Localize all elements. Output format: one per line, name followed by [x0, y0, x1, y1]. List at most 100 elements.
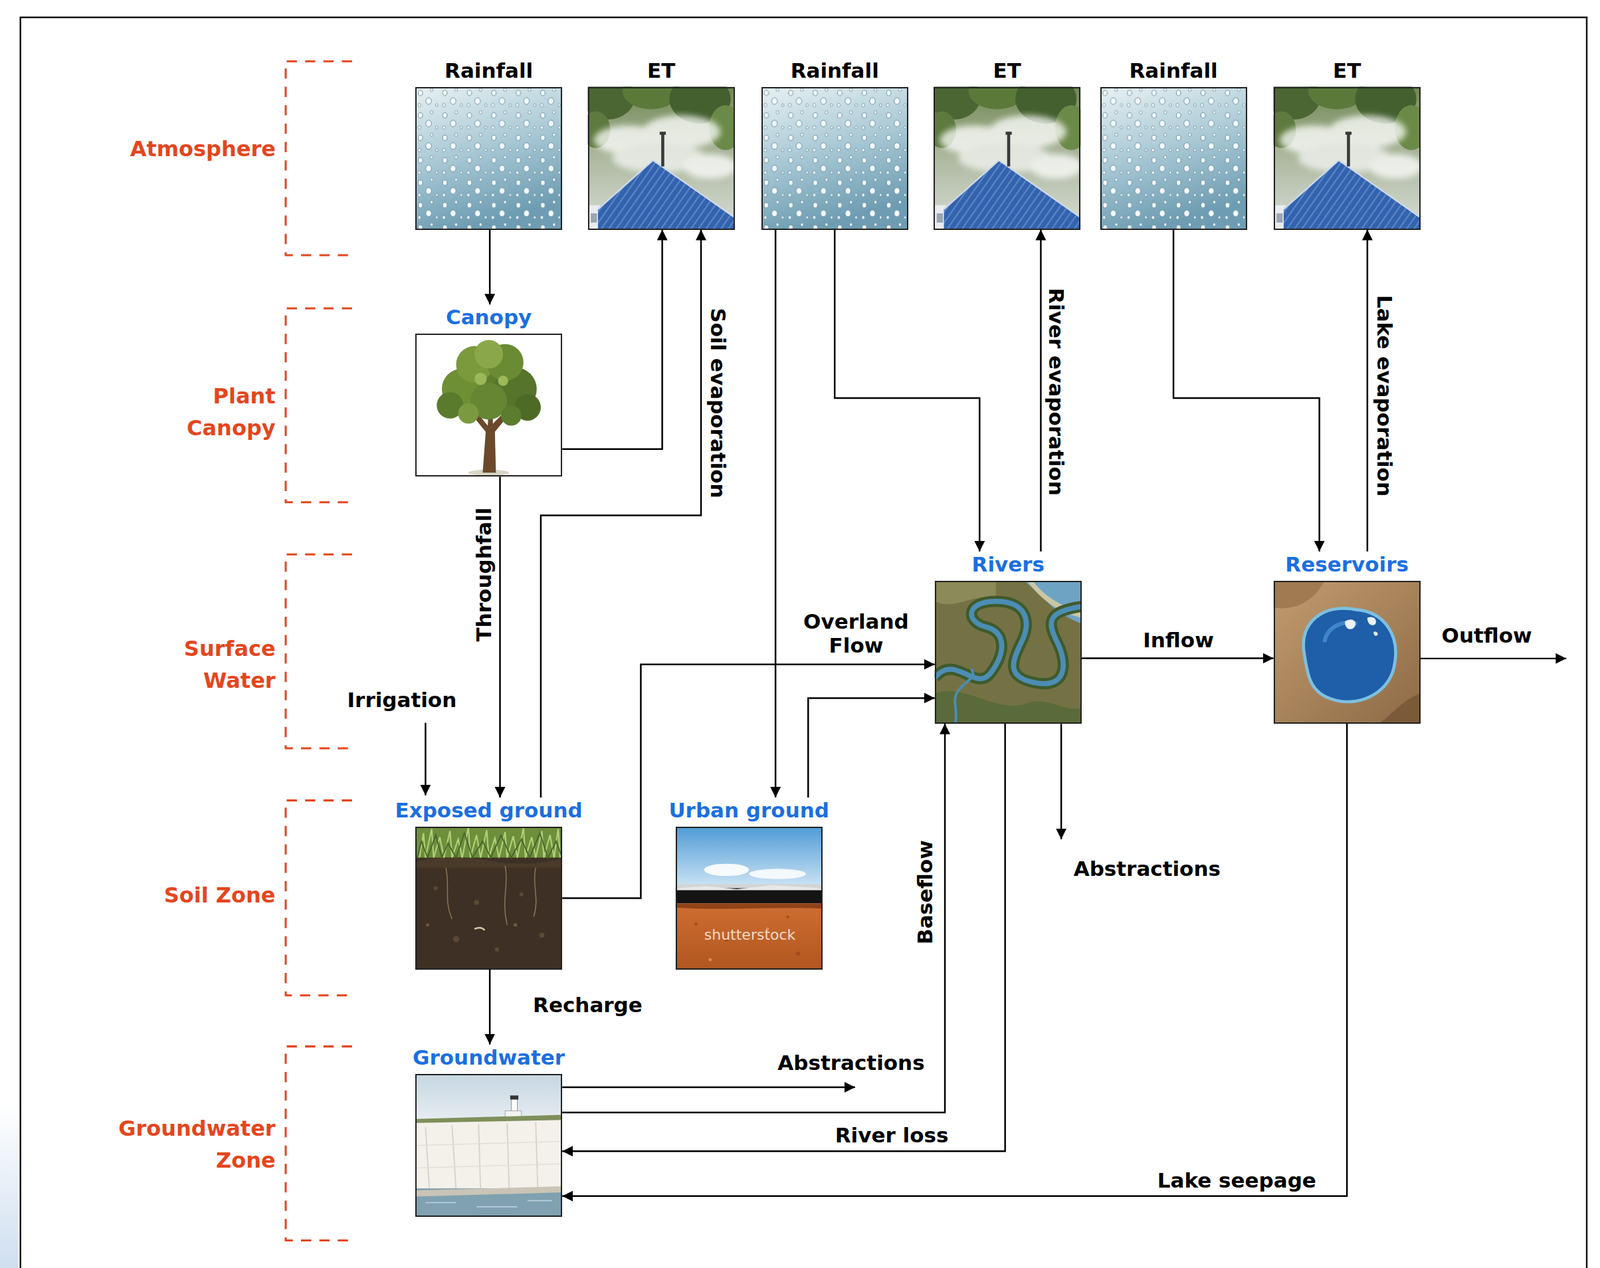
- title-group: Groundwater: [412, 1044, 565, 1070]
- flow-connector: [562, 664, 935, 899]
- photo-frame: [1273, 580, 1421, 724]
- title-group: Rainfall: [1128, 57, 1218, 84]
- zone-bracket: [285, 554, 353, 749]
- edge-label: Soil evaporation: [706, 307, 728, 498]
- flow-connector: [562, 723, 1347, 1197]
- evaporation-photo: [927, 72, 1088, 230]
- zone-brackets: [285, 61, 353, 1240]
- edge-label: Overland Flow: [798, 609, 915, 658]
- edge-label: Baseflow: [914, 839, 936, 945]
- flow-label: Abstractions: [1073, 857, 1221, 882]
- image-node: Urban ground: [675, 797, 823, 970]
- edge-label: River loss: [835, 1123, 949, 1148]
- node-title: Exposed ground: [394, 797, 583, 823]
- edge-label: Throughfall: [474, 507, 496, 642]
- rain-photo: [761, 87, 909, 230]
- zone-label: Atmosphere: [130, 132, 276, 165]
- rain-photo: [415, 87, 563, 230]
- flow-connector: [1039, 229, 1042, 552]
- image-node: Groundwater: [415, 1044, 563, 1217]
- node-title: Rainfall: [444, 57, 533, 84]
- node-title: ET: [647, 57, 676, 84]
- edge-label: Lake seepage: [1157, 1170, 1317, 1191]
- flow-connector: [489, 229, 492, 305]
- image-node: Reservoirs: [1273, 551, 1421, 724]
- zone-bracket: [285, 1046, 353, 1241]
- edge-label: Lake evaporation: [1374, 295, 1395, 497]
- image-node: Rainfall: [1100, 57, 1248, 230]
- soil-photo: [415, 826, 563, 970]
- evaporation-photo: [1267, 72, 1428, 230]
- zone-label: Groundwater Zone: [102, 1112, 276, 1177]
- title-group: Reservoirs: [1285, 551, 1409, 577]
- abstraction-arrow: [1060, 723, 1062, 840]
- chalk-cliff-photo: [415, 1073, 563, 1217]
- photo-frame: [1273, 87, 1421, 230]
- image-node: Rainfall: [415, 57, 563, 230]
- flow-connector: [807, 697, 935, 797]
- urban-ground-photo: [675, 826, 823, 970]
- node-title: ET: [1332, 57, 1361, 84]
- title-group: ET: [1332, 57, 1361, 84]
- flow-connector: [1173, 229, 1320, 552]
- photo-frame: [933, 87, 1081, 230]
- node-title: Rainfall: [790, 57, 880, 84]
- flow-connector: [1366, 229, 1369, 552]
- abstraction-arrow: [562, 1086, 856, 1088]
- zone-label: Surface Water: [162, 632, 276, 697]
- title-group: Exposed ground: [394, 797, 583, 823]
- node-title: Canopy: [445, 304, 532, 330]
- title-group: ET: [993, 57, 1022, 84]
- node-title: Urban ground: [668, 797, 830, 823]
- tree-photo: [415, 333, 563, 477]
- zone-bracket: [285, 308, 353, 503]
- image-node: Rainfall: [761, 57, 909, 230]
- flow-connector: [499, 476, 501, 798]
- title-group: Rainfall: [790, 57, 880, 84]
- edge-label: Recharge: [532, 993, 643, 1018]
- image-node: ET: [588, 57, 735, 230]
- image-node: ET: [1273, 57, 1421, 230]
- node-title: Rivers: [972, 551, 1045, 577]
- evaporation-photo: [581, 72, 742, 230]
- flow-connector: [562, 723, 1006, 1151]
- node-title: Groundwater: [412, 1044, 565, 1070]
- title-group: Rivers: [972, 551, 1045, 577]
- title-group: Canopy: [445, 304, 532, 330]
- photo-frame: [934, 580, 1082, 724]
- flow-label: Outflow: [1441, 623, 1533, 648]
- flow-label: Abstractions: [777, 1051, 925, 1076]
- title-group: ET: [647, 57, 676, 84]
- title-group: Rainfall: [444, 57, 533, 84]
- zone-label: Plant Canopy: [162, 380, 276, 444]
- flow-connector: [1081, 657, 1274, 660]
- zone-bracket: [285, 800, 353, 995]
- edge-label: River evaporation: [1045, 287, 1067, 496]
- title-group: Urban ground: [668, 797, 830, 823]
- image-node: Canopy: [415, 304, 563, 477]
- flow-connector: [489, 969, 492, 1045]
- flow-connector: [540, 229, 701, 798]
- reservoir-photo: [1273, 580, 1421, 724]
- irrigation-arrow: [424, 722, 426, 796]
- flow-label: shutterstock: [704, 926, 797, 943]
- flow-connector: [562, 723, 945, 1113]
- zone-label: Soil Zone: [164, 879, 276, 911]
- zone-bracket: [285, 61, 353, 256]
- flow-connector: [774, 229, 777, 798]
- node-title: Reservoirs: [1285, 551, 1409, 577]
- image-node: Exposed ground: [415, 797, 563, 970]
- river-photo: [934, 580, 1082, 724]
- photo-frame: [675, 826, 823, 970]
- flow-label: Irrigation: [347, 688, 458, 713]
- edge-label: Inflow: [1142, 628, 1214, 653]
- photo-frame: [415, 333, 563, 477]
- photo-frame: [415, 87, 563, 230]
- rain-photo: [1100, 87, 1248, 230]
- photo-frame: [415, 1073, 563, 1217]
- flow-connector: [562, 229, 663, 450]
- frame: [20, 17, 1587, 1268]
